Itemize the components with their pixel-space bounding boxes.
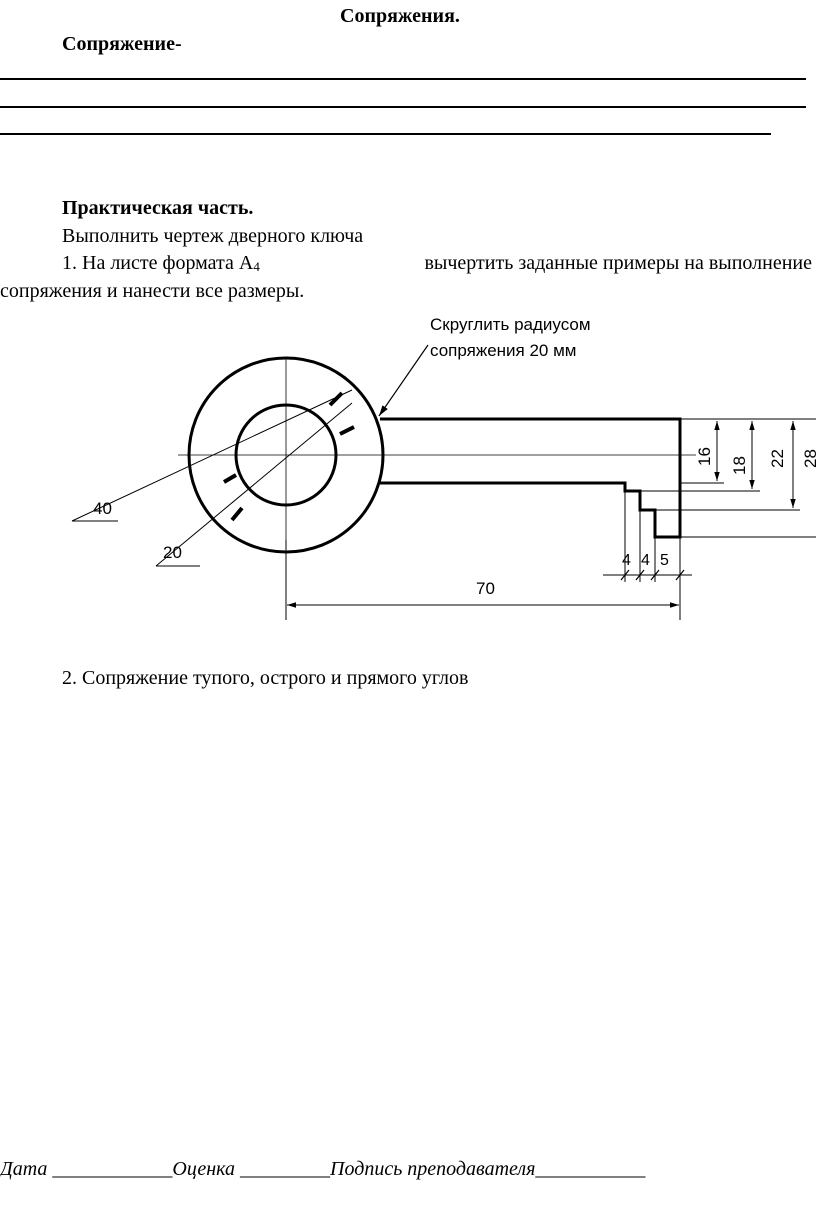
note-line-2: сопряжения 20 мм (430, 341, 576, 360)
dim-70-label: 70 (476, 579, 495, 598)
practical-heading: Практическая часть. (62, 197, 254, 219)
dim-18-label: 18 (730, 456, 749, 475)
item2-text: 2. Сопряжение тупого, острого и прямого … (62, 667, 469, 689)
date-blank: ____________ (52, 1158, 173, 1180)
item1-line1-end: вычертить заданные примеры на выполнение (424, 252, 812, 274)
item1-line2: сопряжения и нанести все размеры. (0, 280, 305, 302)
dim-5-label: 5 (660, 552, 669, 569)
signature-label: Подпись преподавателя (330, 1158, 536, 1180)
dim-40-label: 40 (93, 499, 112, 518)
page-title: Сопряжения. (340, 5, 460, 27)
grade-label: Оценка (172, 1158, 236, 1180)
inner-circle (234, 403, 338, 507)
task-text: Выполнить чертеж дверного ключа (62, 225, 364, 247)
item1-line1: 1. На листе формата А4 вычертить заданны… (62, 251, 812, 279)
dim-4b-label: 4 (641, 552, 650, 569)
key-shaft-outline (380, 417, 682, 539)
dim-28-label: 28 (801, 449, 816, 468)
grade-blank: _________ (240, 1158, 331, 1180)
signature-blank: ___________ (535, 1158, 646, 1180)
note-line-1: Скруглить радиусом (430, 315, 591, 334)
subscript: 4 (253, 259, 260, 274)
answer-line-2 (0, 106, 806, 108)
answer-line-1 (0, 78, 806, 80)
door-key-drawing: Скруглить радиусом сопряжения 20 мм 40 2… (71, 315, 816, 620)
note-leader (378, 344, 429, 417)
dim-4a-label: 4 (622, 552, 631, 569)
date-label: Дата (0, 1158, 48, 1180)
dim-22-label: 22 (768, 449, 787, 468)
dim-16-label: 16 (695, 447, 714, 466)
footer-line: Дата ____________Оценка _________Подпись… (0, 1157, 645, 1181)
dim-40-leader (71, 389, 353, 522)
definition-label: Сопряжение- (62, 33, 182, 55)
answer-line-3 (0, 133, 771, 135)
dim-20-label: 20 (163, 543, 182, 562)
dim-20-leader (155, 402, 353, 567)
